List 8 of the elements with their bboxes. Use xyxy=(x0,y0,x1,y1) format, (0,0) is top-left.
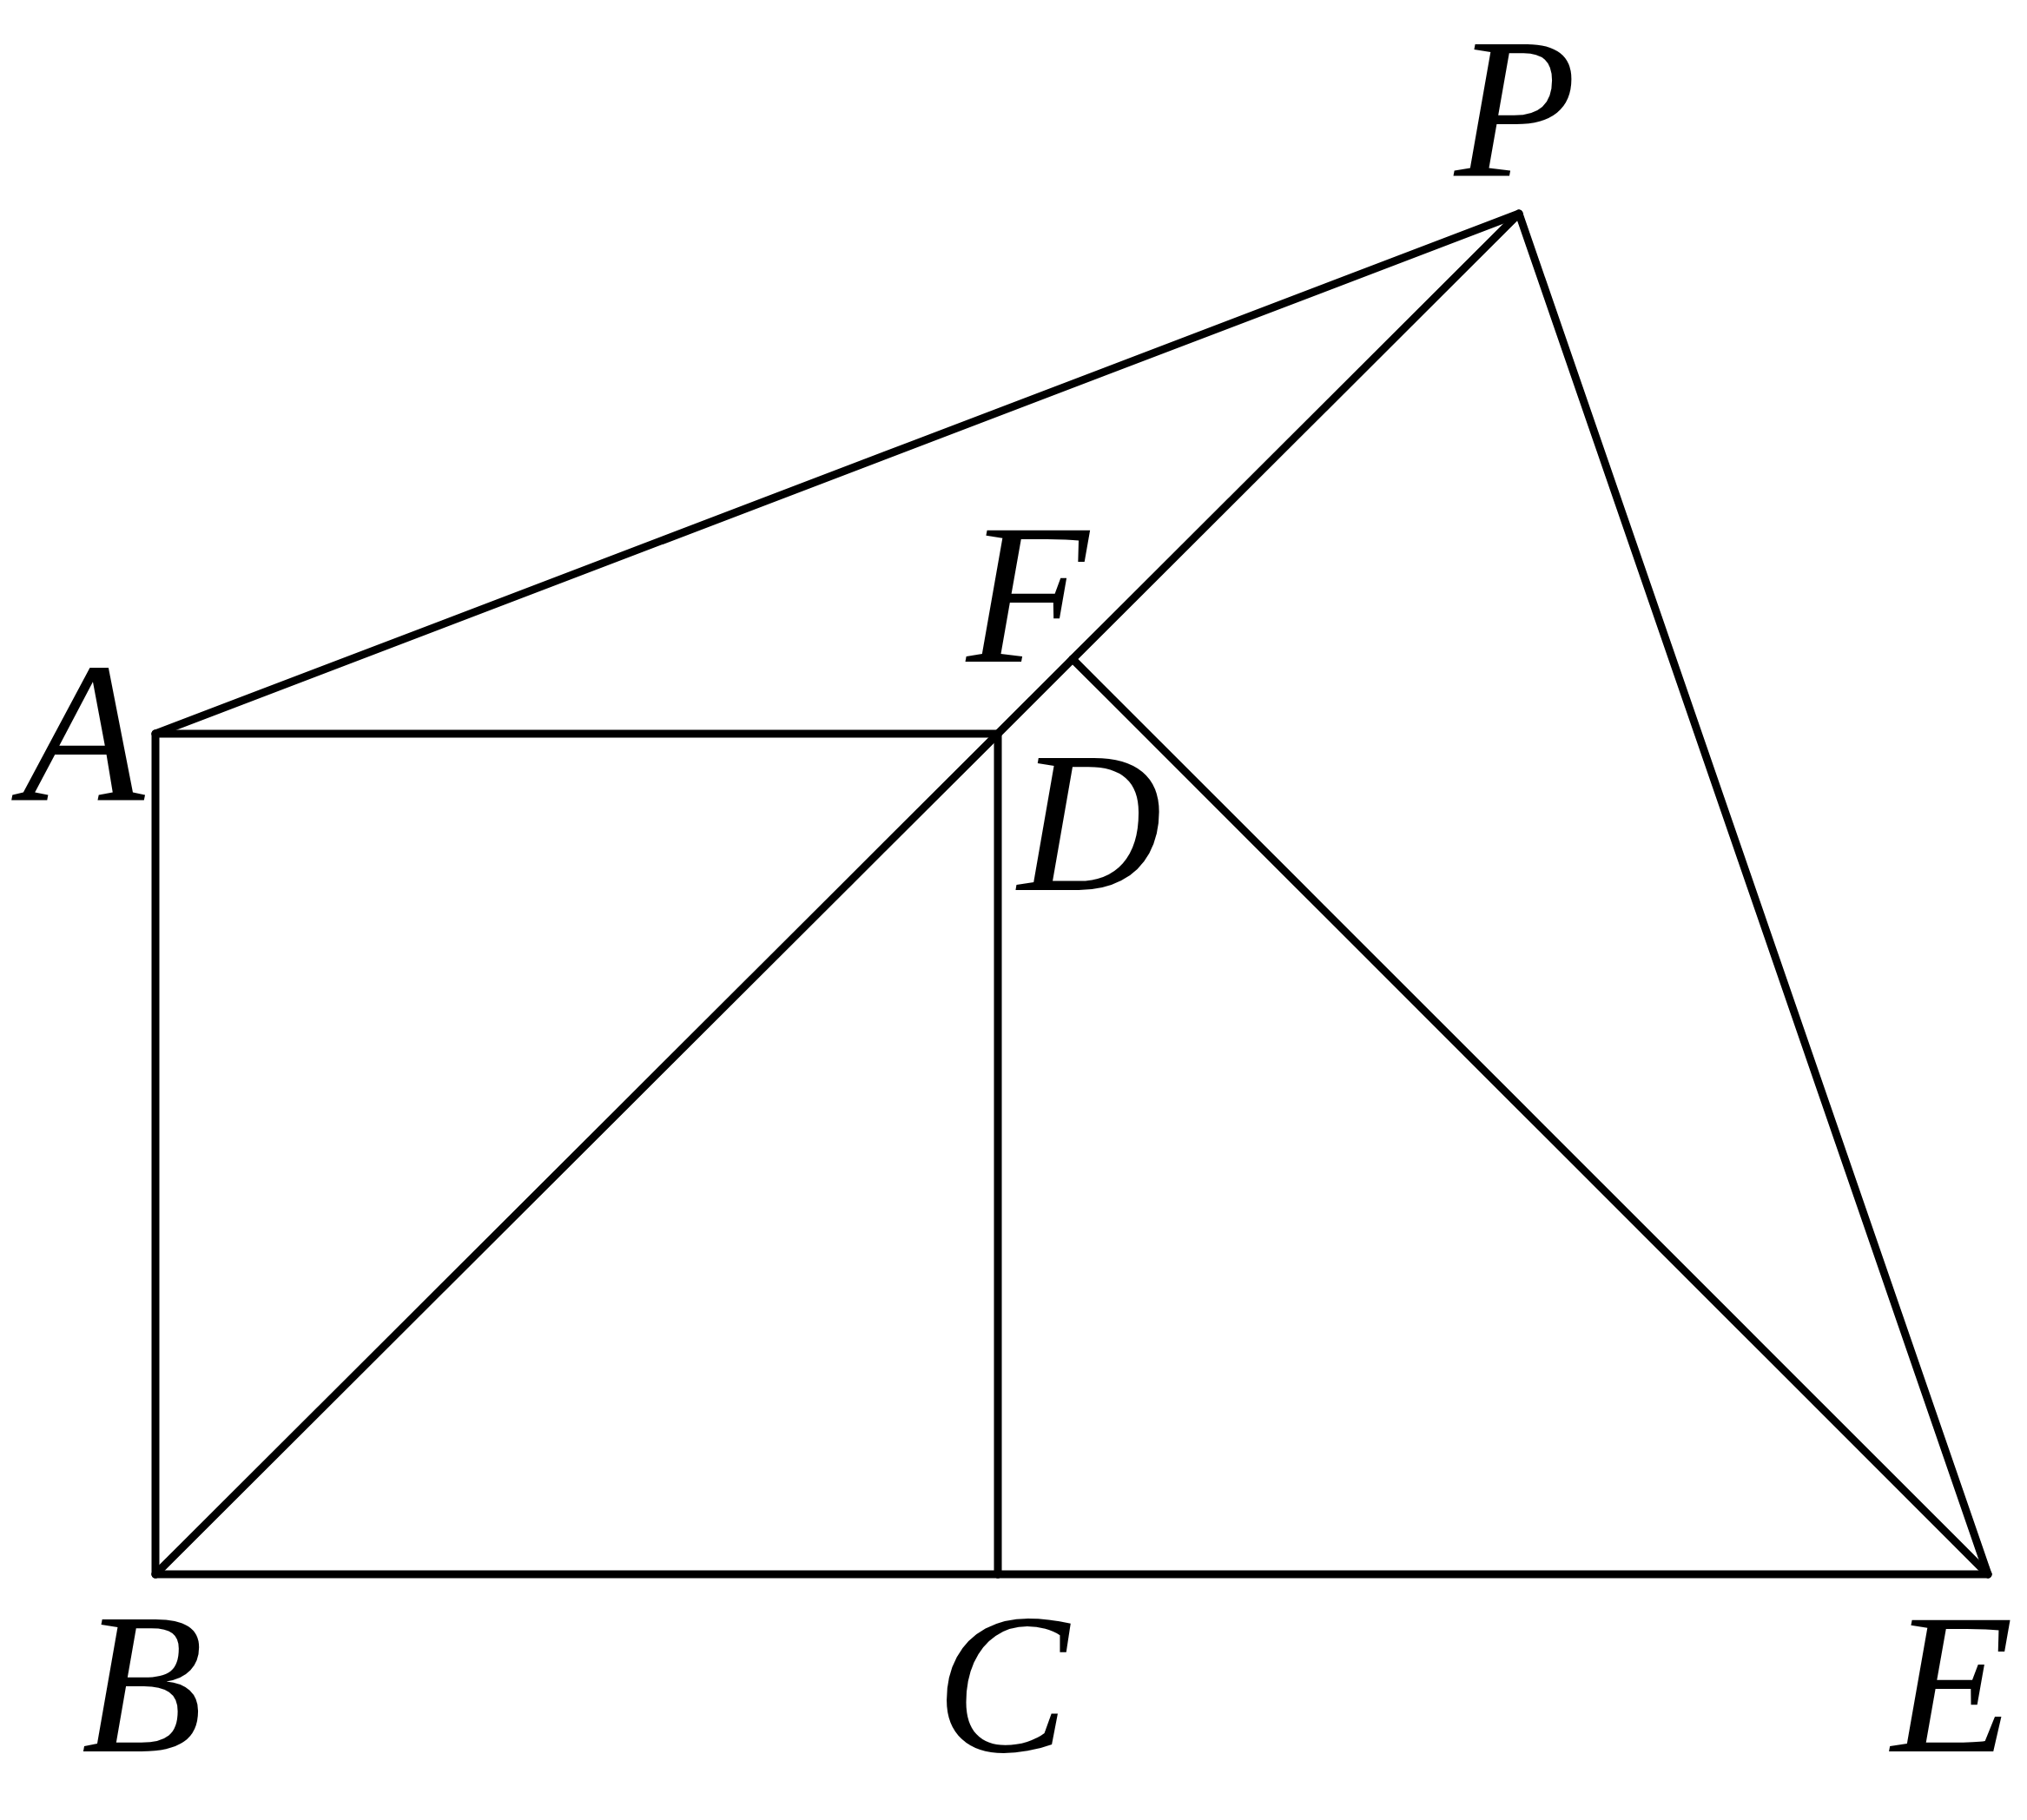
point-label: C xyxy=(914,1585,1090,1784)
point-label: A xyxy=(1,634,166,834)
point-label: F xyxy=(945,495,1110,695)
point-label: B xyxy=(60,1585,225,1784)
point-label: P xyxy=(1433,9,1598,208)
line-segment xyxy=(1515,209,1992,1579)
point-label: D xyxy=(996,723,1184,923)
point-label: E xyxy=(1870,1585,2027,1784)
